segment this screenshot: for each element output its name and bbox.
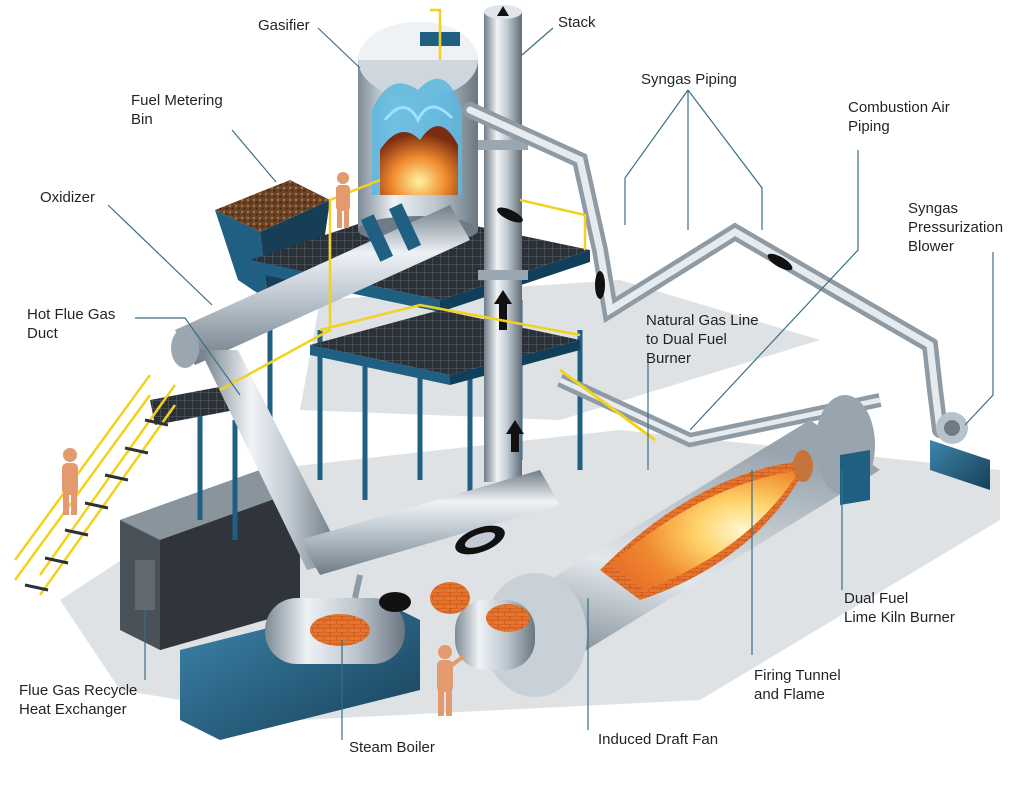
label-fuel-metering-bin: Fuel Metering Bin	[131, 92, 223, 128]
label-steam-boiler: Steam Boiler	[349, 739, 435, 756]
stack	[478, 5, 528, 482]
label-induced-draft-fan: Induced Draft Fan	[598, 731, 719, 748]
label-gasifier: Gasifier	[258, 17, 310, 34]
person-figure-icon	[62, 448, 78, 515]
leader-gasifier	[317, 27, 361, 69]
leader-syngas-piping-a	[624, 89, 689, 225]
label-flue-gas-recycle-heat-exchanger: Flue Gas Recycle Heat Exchanger	[19, 682, 138, 718]
leader-oxidizer	[107, 204, 213, 306]
label-syngas-pressurization-blower: Syngas Pressurization Blower	[908, 200, 1004, 255]
label-stack: Stack	[558, 14, 596, 31]
leader-hot-flue-gas-duct	[135, 317, 241, 396]
label-natural-gas-line: Natural Gas Line to Dual Fuel Burner	[646, 312, 759, 367]
label-combustion-air-piping: Combustion Air Piping	[848, 99, 950, 135]
leader-fuel-metering-bin	[231, 129, 277, 183]
leader-syngas-piping-c	[687, 89, 763, 230]
person-figure-icon	[336, 172, 350, 228]
leader-syngas-pressurization-blower	[964, 252, 994, 426]
steam-boiler	[180, 574, 420, 740]
leader-stack	[521, 27, 554, 56]
leader-combustion-air-piping	[689, 150, 859, 431]
syngas-pressurization-blower	[930, 412, 990, 490]
label-firing-tunnel-and-flame: Firing Tunnel and Flame	[754, 667, 841, 703]
stair-treads	[24, 418, 169, 592]
person-figure-icon	[437, 645, 466, 716]
oxidizer-duct	[171, 203, 560, 575]
flue-gas-recycle-heat-exchanger	[120, 470, 300, 650]
combustion-air-piping	[557, 368, 882, 448]
label-syngas-piping: Syngas Piping	[641, 71, 737, 88]
label-oxidizer: Oxidizer	[40, 189, 96, 206]
label-dual-fuel-lime-kiln-burner: Dual Fuel Lime Kiln Burner	[844, 590, 955, 626]
syngas-piping	[462, 102, 948, 438]
leader-lines	[107, 27, 994, 740]
label-hot-flue-gas-duct: Hot Flue Gas Duct	[27, 306, 116, 342]
induced-draft-fan	[430, 525, 535, 670]
gasifier	[358, 22, 478, 244]
